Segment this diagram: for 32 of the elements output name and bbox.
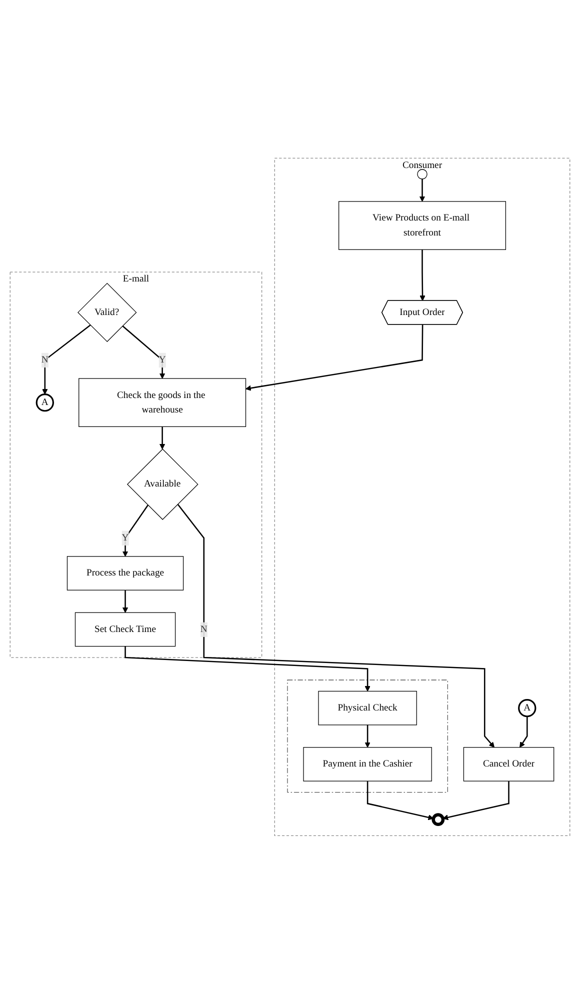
node-circle — [432, 813, 445, 826]
node-box: Set Check Time — [74, 612, 176, 647]
arrow — [177, 504, 495, 748]
arrow — [124, 646, 370, 692]
arrow — [419, 179, 426, 202]
arrow — [364, 725, 370, 748]
node-box: Check the goods in the warehouse — [78, 378, 246, 428]
edge-label: Y — [158, 354, 166, 366]
arrow — [122, 504, 148, 557]
cluster — [287, 680, 448, 793]
arrow — [442, 781, 510, 820]
arrow — [42, 324, 91, 395]
node-circle: A — [518, 699, 536, 718]
node-box: Physical Check — [318, 691, 417, 726]
node-circle — [417, 169, 428, 180]
arrow — [520, 716, 528, 748]
arrow — [159, 426, 166, 450]
edge-label: Y — [122, 532, 129, 544]
node-box: Cancel Order — [463, 747, 554, 782]
edge-label: N — [200, 624, 208, 635]
node-circle: A — [36, 394, 54, 412]
arrow — [246, 324, 424, 391]
node-box: Process the package — [66, 556, 184, 591]
edge-label: N — [41, 354, 48, 366]
node-box: Payment in the Cashier — [303, 747, 432, 782]
node-diamond: Valid? — [78, 282, 137, 342]
arrow — [366, 781, 434, 820]
arrow — [420, 250, 426, 302]
node-box: View Products on E-mall storefront — [338, 201, 506, 250]
arrow — [122, 590, 128, 613]
node-diamond: Available — [126, 448, 198, 520]
arrow — [122, 326, 166, 379]
